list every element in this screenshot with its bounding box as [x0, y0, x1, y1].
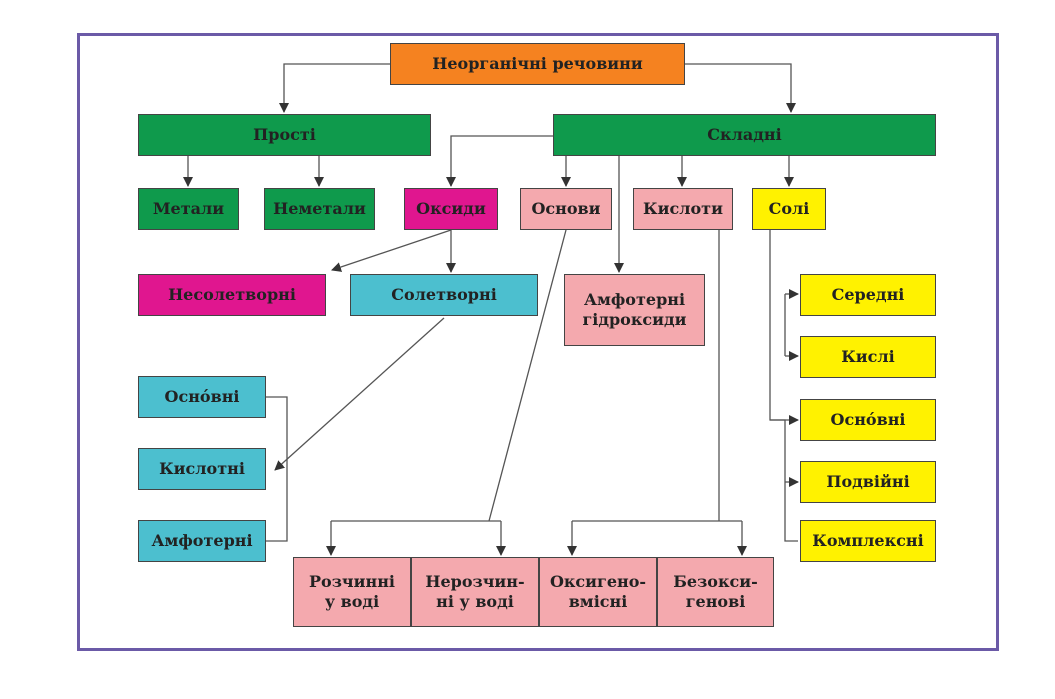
amphoteric-hydroxides-node: Амфотерні гідроксиди — [564, 274, 705, 346]
oxygen-acids-node: Оксигено- вмісні — [539, 557, 657, 627]
oxides-node: Оксиди — [404, 188, 498, 230]
complex-salts-node: Комплексні — [800, 520, 936, 562]
simple-node: Прості — [138, 114, 431, 156]
oxygen-free-acids-node: Безокси- генові — [657, 557, 774, 627]
soluble-bases-line2: у воді — [324, 592, 380, 611]
oxygen-free-acids-line2: генові — [685, 592, 746, 611]
root-node: Неорганічні речовини — [390, 43, 685, 85]
nonmetals-node: Неметали — [264, 188, 375, 230]
acid-salts-node: Кислі — [800, 336, 936, 378]
oxygen-free-acids-line1: Безокси- — [673, 572, 758, 591]
metals-node: Метали — [138, 188, 239, 230]
insoluble-bases-line2: ні у воді — [436, 592, 514, 611]
bases-node: Основи — [520, 188, 612, 230]
salts-node: Солі — [752, 188, 826, 230]
soluble-bases-node: Розчинні у воді — [293, 557, 411, 627]
insoluble-bases-node: Нерозчин- ні у воді — [411, 557, 539, 627]
acids-node: Кислоти — [633, 188, 733, 230]
basic-salts-node: Осно́вні — [800, 399, 936, 441]
basic-oxides-node: Осно́вні — [138, 376, 266, 418]
diagram-frame — [77, 33, 999, 651]
soluble-bases-line1: Розчинні — [309, 572, 395, 591]
double-salts-node: Подвійні — [800, 461, 936, 503]
amphoteric-hydroxides-line1: Амфотерні — [583, 290, 686, 309]
salt-forming-node: Солетворні — [350, 274, 538, 316]
oxygen-acids-line2: вмісні — [568, 592, 628, 611]
insoluble-bases-line1: Нерозчин- — [425, 572, 525, 591]
amphoteric-oxides-node: Амфотерні — [138, 520, 266, 562]
acidic-oxides-node: Кислотні — [138, 448, 266, 490]
non-salt-forming-node: Несолетворні — [138, 274, 326, 316]
complex-node: Складні — [553, 114, 936, 156]
oxygen-acids-line1: Оксигено- — [549, 572, 647, 591]
amphoteric-hydroxides-line2: гідроксиди — [582, 310, 687, 329]
normal-salts-node: Середні — [800, 274, 936, 316]
